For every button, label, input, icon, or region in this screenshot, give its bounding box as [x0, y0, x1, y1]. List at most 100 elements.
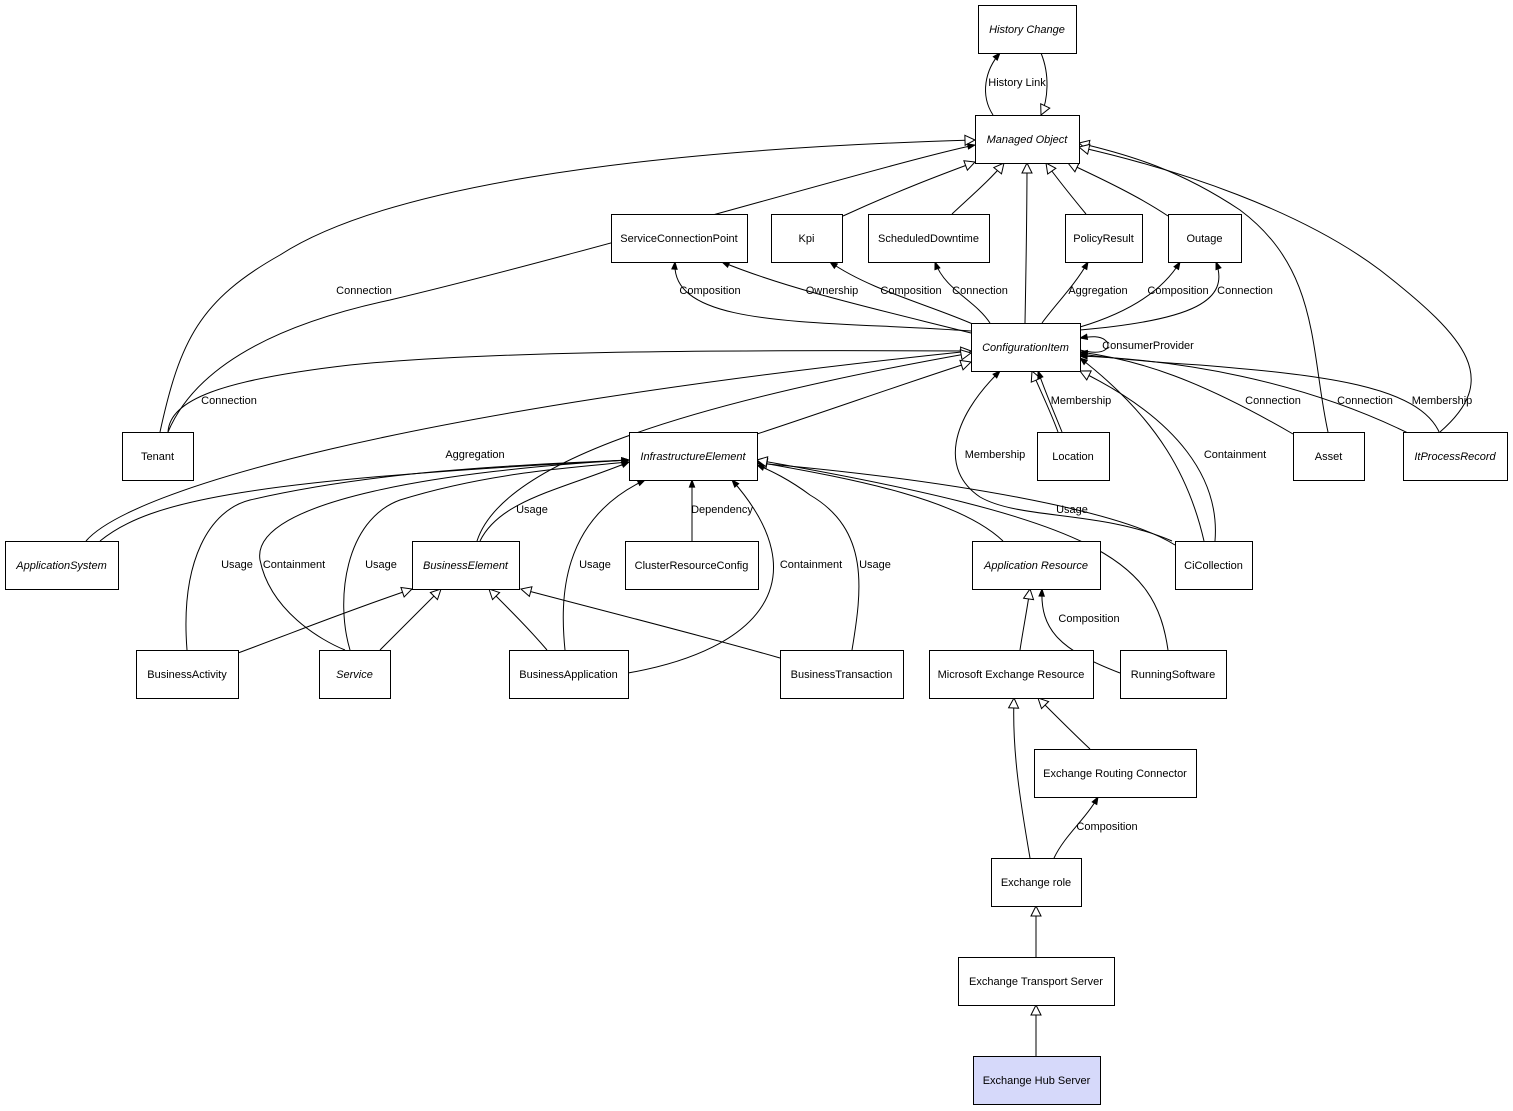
- class-node-exchange-role[interactable]: Exchange role: [991, 858, 1082, 907]
- class-box: [1175, 541, 1253, 590]
- class-name: Exchange role: [1001, 877, 1071, 889]
- class-node-business-element[interactable]: BusinessElement: [412, 541, 520, 590]
- class-node-configuration-item[interactable]: ConfigurationItem: [971, 323, 1081, 372]
- class-box: [975, 115, 1080, 164]
- class-name: Exchange Transport Server: [969, 976, 1103, 988]
- edge-label: Connection: [952, 285, 1008, 297]
- class-name: RunningSoftware: [1131, 669, 1215, 681]
- class-node-policy-result[interactable]: PolicyResult: [1065, 214, 1143, 263]
- class-node-exchange-transport-server[interactable]: Exchange Transport Server: [958, 957, 1115, 1006]
- edge-label: Aggregation: [445, 449, 504, 461]
- inheritance-edge: [1014, 698, 1031, 859]
- class-node-business-transaction[interactable]: BusinessTransaction: [780, 650, 904, 699]
- inheritance-edge: [1019, 589, 1030, 651]
- class-node-exchange-hub-server[interactable]: Exchange Hub Server: [973, 1056, 1101, 1105]
- association-edge: [562, 480, 645, 651]
- edge-label: Containment: [780, 559, 842, 571]
- inheritance-edge: [1079, 147, 1472, 433]
- class-node-asset[interactable]: Asset: [1293, 432, 1365, 481]
- association-edge: [830, 262, 976, 326]
- association-edge: [167, 145, 975, 433]
- class-box: [629, 432, 758, 481]
- association-edge: [985, 53, 1000, 116]
- class-node-business-application[interactable]: BusinessApplication: [509, 650, 629, 699]
- inheritance-edge: [1025, 163, 1027, 324]
- association-edge: [1041, 262, 1088, 324]
- class-box: [509, 650, 629, 699]
- class-box: [611, 214, 748, 263]
- inheritance-edge: [1046, 163, 1087, 215]
- class-node-kpi[interactable]: Kpi: [771, 214, 843, 263]
- class-node-application-system[interactable]: ApplicationSystem: [5, 541, 119, 590]
- class-node-cluster-resource-config[interactable]: ClusterResourceConfig: [625, 541, 759, 590]
- class-node-exchange-routing-connector[interactable]: Exchange Routing Connector: [1034, 749, 1197, 798]
- class-name: ItProcessRecord: [1414, 451, 1496, 463]
- inheritance-edge: [237, 589, 412, 654]
- edge-label: Connection: [1245, 395, 1301, 407]
- edge-label: History Link: [988, 77, 1046, 89]
- class-name: Asset: [1315, 451, 1343, 463]
- class-name: Managed Object: [987, 134, 1069, 146]
- class-name: Location: [1052, 451, 1094, 463]
- association-edge: [722, 262, 972, 334]
- class-box: [5, 541, 119, 590]
- class-node-ci-collection[interactable]: CiCollection: [1175, 541, 1253, 590]
- class-box: [1293, 432, 1365, 481]
- class-name: BusinessElement: [423, 560, 509, 572]
- class-node-microsoft-exchange-resource[interactable]: Microsoft Exchange Resource: [929, 650, 1094, 699]
- inheritance-edge: [1080, 371, 1216, 542]
- class-name: BusinessTransaction: [791, 669, 893, 681]
- association-edge: [954, 371, 1173, 542]
- class-node-managed-object[interactable]: Managed Object: [975, 115, 1080, 164]
- inheritance-edge: [842, 162, 975, 217]
- edge-label: Membership: [965, 449, 1026, 461]
- class-box: [1120, 650, 1227, 699]
- class-node-infrastructure-element[interactable]: InfrastructureElement: [629, 432, 758, 481]
- association-edge: [185, 460, 629, 651]
- class-name: Kpi: [799, 233, 815, 245]
- class-box: [1403, 432, 1508, 481]
- class-node-tenant[interactable]: Tenant: [122, 432, 194, 481]
- class-node-service[interactable]: Service: [319, 650, 391, 699]
- association-edge: [757, 463, 1176, 546]
- inheritance-edge: [951, 163, 1004, 215]
- edge-label: Connection: [336, 285, 392, 297]
- association-edge: [1080, 358, 1205, 542]
- class-node-application-resource[interactable]: Application Resource: [972, 541, 1101, 590]
- inheritance-edge: [85, 351, 971, 542]
- class-node-it-process-record[interactable]: ItProcessRecord: [1403, 432, 1508, 481]
- edge-label: Composition: [679, 285, 740, 297]
- class-box: [991, 858, 1082, 907]
- class-node-scheduled-downtime[interactable]: ScheduledDowntime: [868, 214, 990, 263]
- association-edge: [1080, 354, 1441, 435]
- association-edge: [1080, 352, 1294, 435]
- class-box: [973, 1056, 1101, 1105]
- association-edge: [627, 480, 774, 674]
- association-edge: [1079, 262, 1219, 331]
- edge-label: Usage: [859, 559, 891, 571]
- class-node-running-software[interactable]: RunningSoftware: [1120, 650, 1227, 699]
- class-box: [771, 214, 843, 263]
- class-node-history-change[interactable]: History Change: [978, 5, 1077, 54]
- edge-label: Composition: [1058, 613, 1119, 625]
- class-box: [136, 650, 239, 699]
- class-node-service-connection-point[interactable]: ServiceConnectionPoint: [611, 214, 748, 263]
- inheritance-edge: [379, 589, 441, 651]
- class-name: PolicyResult: [1073, 233, 1134, 245]
- class-name: ClusterResourceConfig: [635, 560, 749, 572]
- class-name: BusinessApplication: [519, 669, 617, 681]
- class-name: Application Resource: [983, 560, 1088, 572]
- class-name: ConfigurationItem: [982, 342, 1069, 354]
- inheritance-edge: [757, 462, 1004, 542]
- edge-label: Containment: [263, 559, 325, 571]
- edge-label: Connection: [201, 395, 257, 407]
- inheritance-edge: [1041, 52, 1047, 115]
- class-node-location[interactable]: Location: [1037, 432, 1110, 481]
- edge-label: Usage: [579, 559, 611, 571]
- class-box: [319, 650, 391, 699]
- inheritance-edge: [1038, 698, 1091, 750]
- class-node-outage[interactable]: Outage: [1168, 214, 1242, 263]
- edge-label: Membership: [1051, 395, 1112, 407]
- class-node-business-activity[interactable]: BusinessActivity: [136, 650, 239, 699]
- edge-label: Aggregation: [1068, 285, 1127, 297]
